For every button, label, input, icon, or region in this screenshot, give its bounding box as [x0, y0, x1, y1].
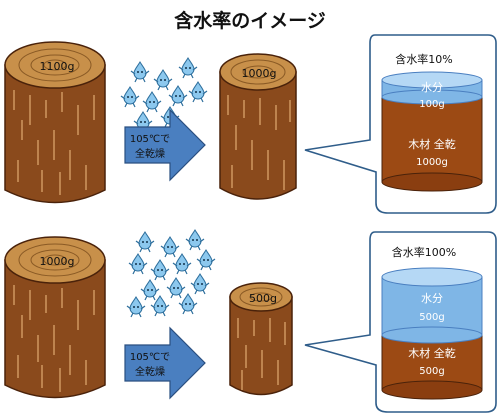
- callout-2: 含水率100% 水分 500g 木材 全乾 500g: [304, 231, 497, 413]
- moisture-jar-1: [381, 71, 483, 192]
- page-title: 含水率のイメージ: [174, 9, 326, 32]
- wet-log-1: 1100g: [4, 41, 106, 204]
- dry-arrow-1-line-1: 105℃で: [130, 134, 170, 145]
- callout-2-water-weight: 500g: [419, 312, 444, 323]
- dry-arrow-1: 105℃で 全乾燥: [124, 108, 206, 182]
- row-1: 1100g 105℃で 全乾燥: [4, 34, 497, 214]
- callout-2-wood-weight: 500g: [419, 366, 444, 377]
- callout-2-wood-name: 木材 全乾: [408, 346, 456, 360]
- callout-1-wood-name: 木材 全乾: [408, 137, 456, 151]
- water-droplets-2: [126, 229, 216, 318]
- wet-log-2-weight: 1000g: [40, 255, 75, 268]
- callout-1-title: 含水率10%: [395, 52, 452, 66]
- dry-log-2-weight: 500g: [249, 292, 277, 305]
- callout-1: 含水率10% 水分 100g 木材 全乾 1000g: [304, 34, 497, 214]
- dry-log-1-weight: 1000g: [242, 67, 277, 80]
- callout-1-water-weight: 100g: [419, 99, 444, 110]
- water-droplets-1: [120, 57, 208, 133]
- callout-2-water-name: 水分: [421, 292, 443, 305]
- callout-2-title: 含水率100%: [392, 245, 456, 259]
- wet-log-2: 1000g: [4, 236, 106, 399]
- callout-1-water-name: 水分: [421, 81, 443, 94]
- wet-log-1-weight: 1100g: [40, 60, 75, 73]
- callout-1-wood-weight: 1000g: [416, 157, 448, 168]
- dry-arrow-2-line-2: 全乾燥: [135, 365, 165, 378]
- dry-arrow-1-line-2: 全乾燥: [135, 147, 165, 160]
- row-2: 1000g 105℃で 全乾燥: [4, 229, 497, 413]
- moisture-jar-2: [381, 267, 483, 400]
- dry-log-1: 1000g: [219, 53, 297, 200]
- dry-arrow-2-line-1: 105℃で: [130, 352, 170, 363]
- dry-arrow-2: 105℃で 全乾燥: [124, 326, 206, 400]
- dry-log-2: 500g: [229, 282, 293, 396]
